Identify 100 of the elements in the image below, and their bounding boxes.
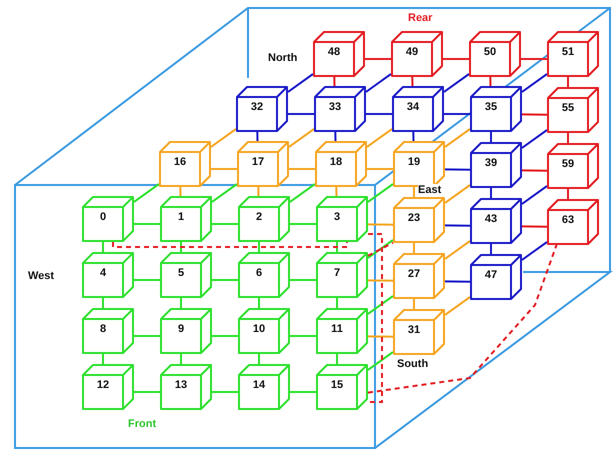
connector-line (288, 113, 314, 115)
connector-line (134, 279, 160, 281)
connector-line (288, 128, 315, 148)
connector-line (567, 189, 569, 199)
node-number: 8 (100, 323, 106, 335)
connector-line (102, 242, 104, 252)
connector-line (444, 280, 470, 283)
node-number: 19 (408, 156, 420, 168)
connector-line (180, 298, 182, 308)
node-number: 2 (256, 211, 262, 223)
connector-line (365, 73, 392, 93)
connector-line (211, 168, 237, 170)
connector-line (366, 128, 393, 148)
connector-line (522, 225, 548, 228)
connector-line (333, 76, 336, 86)
dashed-route-line (112, 242, 348, 248)
connector-line (256, 132, 258, 142)
connector-line (334, 132, 336, 142)
connector-line (411, 76, 414, 86)
connector-line (212, 223, 238, 225)
node-number: 23 (408, 212, 420, 224)
connector-line (336, 354, 338, 364)
connector-line (521, 73, 548, 93)
connector-line (180, 242, 182, 252)
node-number: 31 (408, 324, 420, 336)
node-number: 10 (252, 323, 266, 335)
connector-line (290, 391, 316, 393)
connector-line (290, 279, 316, 281)
node-number: 50 (484, 46, 496, 58)
connector-line (212, 335, 238, 337)
connector-line (443, 58, 469, 60)
connector-line (444, 296, 471, 316)
connector-line (367, 295, 394, 315)
dashed-route-line (368, 244, 558, 394)
connector-line (368, 279, 394, 282)
connector-line (521, 241, 548, 261)
connector-line (134, 335, 160, 337)
dashed-route-line (368, 233, 383, 403)
connector-line (102, 298, 104, 308)
connector-line (210, 128, 237, 148)
connector-line (335, 186, 338, 196)
node-number: 6 (256, 267, 262, 279)
connector-line (258, 242, 260, 252)
connector-line (257, 186, 260, 196)
node-number: 15 (330, 379, 344, 391)
connector-line (365, 58, 391, 60)
connector-line (522, 169, 548, 172)
connector-line (336, 298, 338, 308)
connector-line (179, 186, 182, 196)
connector-line (522, 113, 548, 116)
node-number: 4 (100, 267, 106, 279)
connector-line (521, 58, 547, 60)
connector-line (368, 335, 394, 338)
connector-line (289, 168, 315, 170)
connector-line (336, 242, 338, 252)
connector-line (212, 279, 238, 281)
connector-line (212, 391, 238, 393)
connector-line (412, 132, 414, 142)
node-number: 48 (328, 46, 340, 58)
node-number: 27 (408, 268, 420, 280)
connector-line (567, 77, 569, 87)
connector-line (289, 183, 316, 203)
connector-line (443, 73, 470, 93)
connector-line (134, 223, 160, 225)
connector-line (490, 188, 492, 198)
node-number: 13 (174, 379, 188, 391)
connector-line (567, 133, 569, 143)
node-number: 34 (406, 101, 420, 113)
connector-line (367, 183, 394, 203)
node-number: 33 (328, 101, 342, 113)
connector-line (258, 354, 260, 364)
connector-line (413, 187, 415, 197)
connector-line (134, 391, 160, 393)
connector-line (368, 223, 394, 226)
connector-line (367, 168, 393, 170)
node-number: 12 (96, 379, 110, 391)
connector-line (444, 224, 470, 227)
node-number: 43 (484, 213, 498, 225)
connector-line (444, 184, 471, 204)
node-number: 9 (178, 323, 184, 335)
node-number: 1 (178, 211, 184, 223)
node-number: 39 (484, 157, 498, 169)
node-number: 47 (484, 269, 498, 281)
connector-line (413, 299, 415, 309)
node-number: 0 (100, 211, 106, 223)
node-number: 5 (178, 267, 184, 279)
node-number: 32 (250, 101, 264, 113)
node-number: 63 (562, 214, 574, 226)
connector-line (521, 129, 548, 149)
connector-line (258, 298, 260, 308)
node-number: 49 (406, 46, 418, 58)
connector-line (366, 113, 392, 115)
node-number: 16 (174, 156, 186, 168)
connector-line (489, 76, 492, 86)
node-number: 11 (331, 323, 343, 335)
node-number: 59 (562, 158, 574, 170)
connector-line (211, 183, 238, 203)
connector-line (444, 113, 470, 115)
connector-line (180, 354, 182, 364)
connector-line (444, 168, 470, 171)
